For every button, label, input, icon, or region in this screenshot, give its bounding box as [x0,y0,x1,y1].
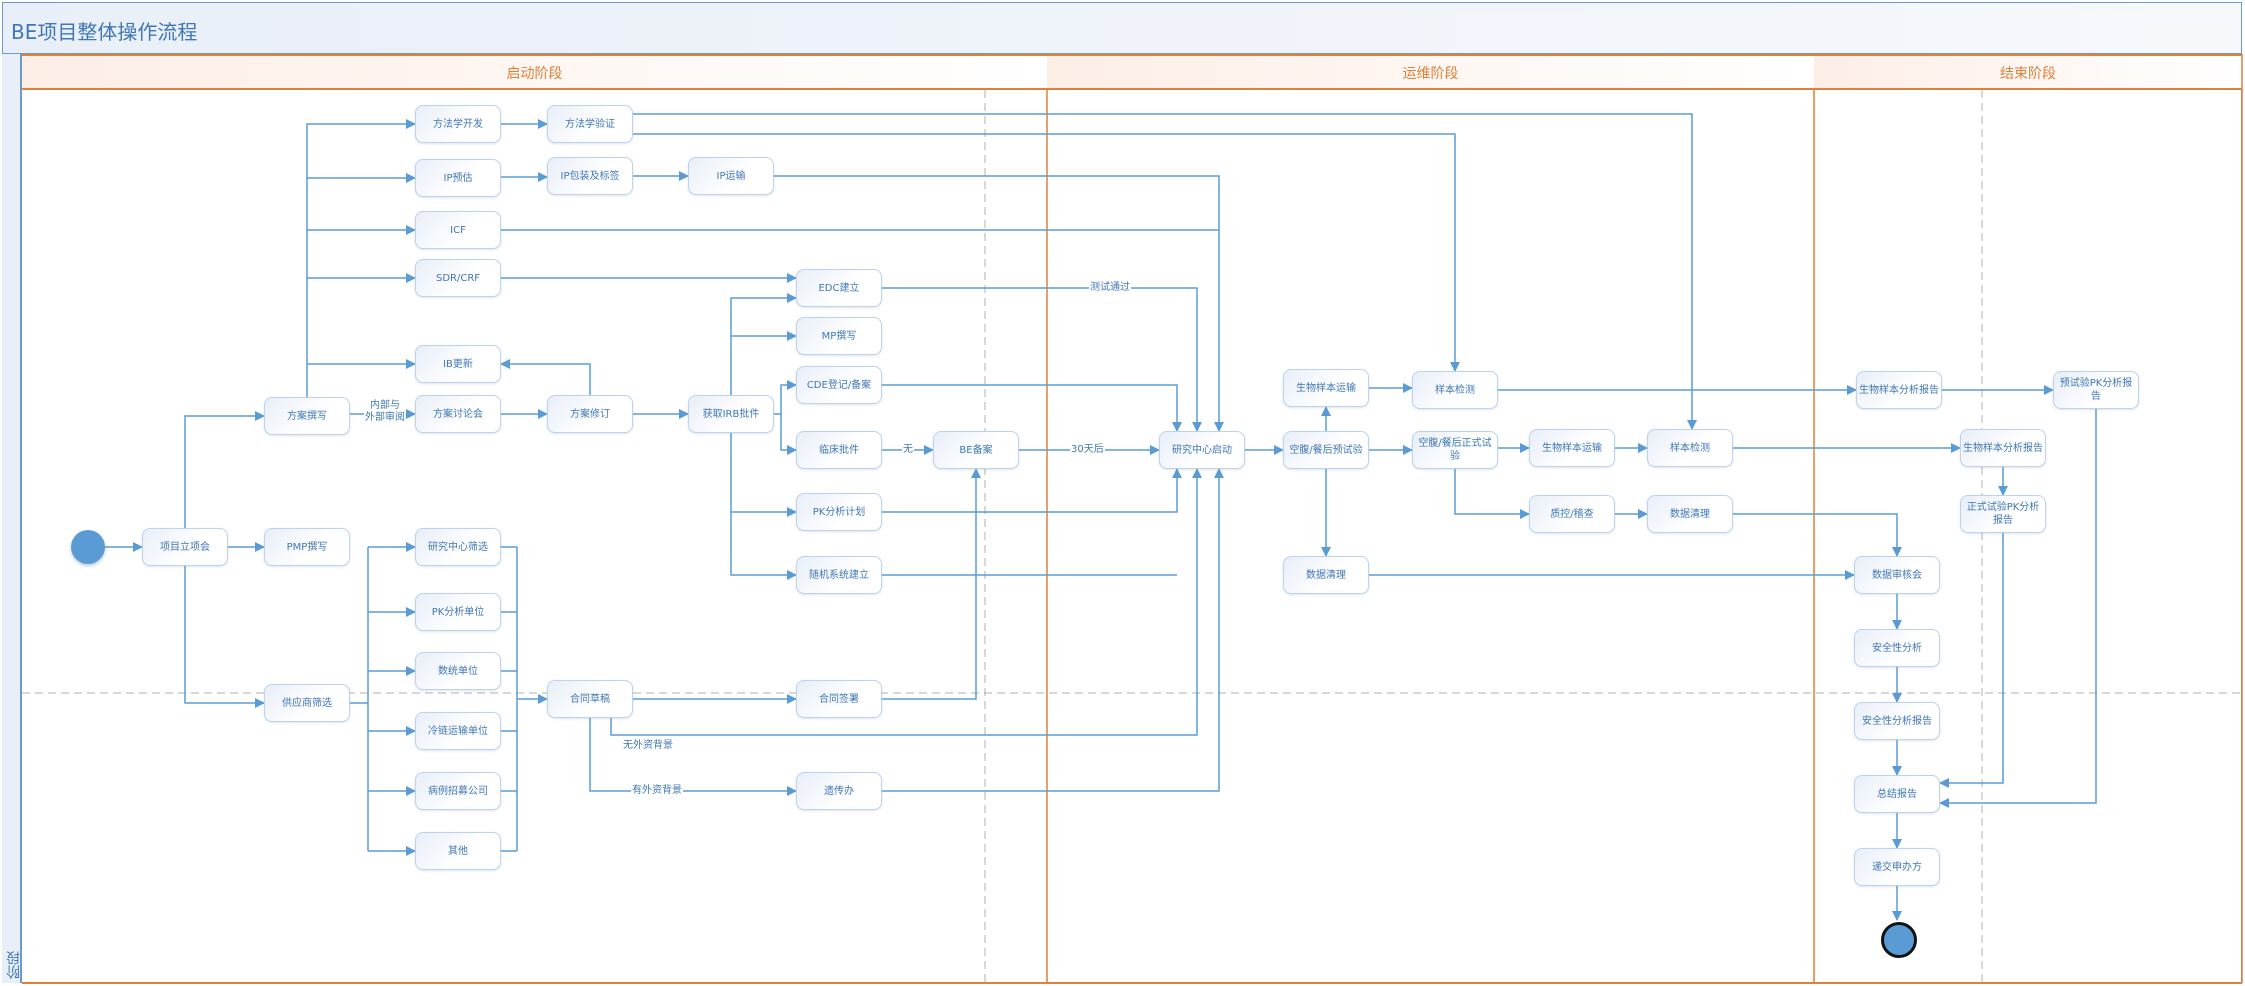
node-ip-yugu[interactable]: IP预估 [415,159,501,197]
node-zhengshi-pk-baogao[interactable]: 正式试验PK分析报告 [1960,495,2046,533]
end-node-icon [1881,922,1917,958]
node-sdr-crf[interactable]: SDR/CRF [415,259,501,297]
node-ip-yunshu[interactable]: IP运输 [688,157,774,195]
flow-edge [633,133,1460,372]
node-shengwu-baogao-2[interactable]: 生物样本分析报告 [1960,429,2046,467]
flow-edge [730,293,797,395]
node-pk-fenxi-jihua[interactable]: PK分析计划 [796,493,882,531]
node-be-beian[interactable]: BE备案 [933,431,1019,469]
node-shutong-danwei[interactable]: 数统单位 [415,652,501,690]
node-hetong-caogao[interactable]: 合同草稿 [547,680,633,718]
flow-edge [1939,533,2004,788]
flow-edge [1454,469,1530,519]
page-title: BE项目整体操作流程 [11,20,198,44]
node-pmp-zhuanxie[interactable]: PMP撰写 [264,528,350,566]
node-anquanxing-baogao[interactable]: 安全性分析报告 [1854,702,1940,740]
node-bingli-zhaomu[interactable]: 病例招募公司 [415,772,501,810]
node-yanjiu-zhongxin-qidong[interactable]: 研究中心启动 [1159,431,1245,469]
flow-edge [1733,513,1902,557]
start-node-icon [71,530,105,564]
edge-label-none: 无 [902,444,914,456]
flow-edge [780,414,797,455]
flow-edge [774,380,797,415]
node-edc-jianli[interactable]: EDC建立 [796,269,882,307]
flow-edge [500,359,591,395]
node-huoqu-irb[interactable]: 获取IRB批件 [688,395,774,433]
flow-edge [882,468,1224,792]
flow-edge [610,468,1202,736]
phase-label-operation: 运维阶段 [1402,66,1459,82]
node-linchuang-pijian[interactable]: 临床批件 [796,431,882,469]
node-suiji-xitong[interactable]: 随机系统建立 [796,556,882,594]
edge-label-test-passed: 测试通过 [1089,282,1131,294]
node-yichuanban[interactable]: 遗传办 [796,772,882,810]
node-fangan-taolunhui[interactable]: 方案讨论会 [415,395,501,433]
node-shengwu-yunshu-1[interactable]: 生物样本运输 [1283,369,1369,407]
node-cde-dengji[interactable]: CDE登记/备案 [796,366,882,404]
flow-edge [730,433,797,580]
flow-edge [184,411,265,528]
node-dijiao-shenbanfang[interactable]: 递交申办方 [1854,848,1940,886]
flow-edge [774,175,1224,432]
flow-edge [882,468,981,700]
node-fangfaxue-yanzheng[interactable]: 方法学验证 [547,105,633,143]
flow-edge [184,566,265,708]
flow-edge [306,119,416,397]
flow-edge [1939,409,2097,808]
node-xiangmu-lixianghui[interactable]: 项目立项会 [142,528,228,566]
edge-label-with-foreign: 有外资背景 [631,785,683,797]
flow-edge [633,113,1697,430]
node-yu-shiyan[interactable]: 空腹/餐后预试验 [1283,431,1369,469]
phase-header-operation: 运维阶段 [1047,54,1814,90]
node-yu-pk-baogao[interactable]: 预试验PK分析报告 [2053,371,2139,409]
flow-edge [589,718,797,796]
node-shengwu-yunshu-2[interactable]: 生物样本运输 [1529,429,1615,467]
node-gongyingshang-shaixuan[interactable]: 供应商筛选 [264,684,350,722]
edge-label-after-30-days: 30天后 [1070,444,1105,456]
phase-header-start: 启动阶段 [22,54,1047,90]
phase-label-end: 结束阶段 [2000,66,2056,82]
node-lenglian-yunshu[interactable]: 冷链运输单位 [415,712,501,750]
title-bar: BE项目整体操作流程 [2,2,2242,54]
node-zhengshi-shiyan[interactable]: 空腹/餐后正式试验 [1412,431,1498,469]
node-qita[interactable]: 其他 [415,832,501,870]
node-ip-baozhuang[interactable]: IP包装及标签 [547,157,633,195]
node-yanjiu-zhongxin-shaixuan[interactable]: 研究中心筛选 [415,528,501,566]
edge-label-no-foreign: 无外资背景 [622,740,674,752]
node-shengwu-baogao-1[interactable]: 生物样本分析报告 [1856,371,1942,409]
edge-label-review: 内部与 外部审阅 [364,400,406,424]
node-pk-fenxi-danwei[interactable]: PK分析单位 [415,593,501,631]
node-shuju-shenhehui[interactable]: 数据审核会 [1854,556,1940,594]
node-fangan-xiuding[interactable]: 方案修订 [547,395,633,433]
stage-lane: 阶段 [2,54,22,983]
node-zongjie-baogao[interactable]: 总结报告 [1854,775,1940,813]
node-mp-zhuanxie[interactable]: MP撰写 [796,317,882,355]
flow-edge [882,468,1182,513]
phase-label-start: 启动阶段 [506,66,563,82]
flow-edge [882,384,1182,432]
node-fangfaxue-kaifa[interactable]: 方法学开发 [415,105,501,143]
node-fangan-zhuanxie[interactable]: 方案撰写 [264,397,350,435]
flow-edge [882,287,1202,432]
node-icf[interactable]: ICF [415,211,501,249]
phase-header-end: 结束阶段 [1814,54,2242,90]
node-zhikong-jicha[interactable]: 质控/稽查 [1529,495,1615,533]
node-anquanxing-fenxi[interactable]: 安全性分析 [1854,629,1940,667]
node-yangben-jiance-1[interactable]: 样本检测 [1412,371,1498,409]
node-yangben-jiance-2[interactable]: 样本检测 [1647,429,1733,467]
node-shuju-qingli-2[interactable]: 数据清理 [1647,495,1733,533]
node-hetong-qianshu[interactable]: 合同签署 [796,680,882,718]
node-shuju-qingli-1[interactable]: 数据清理 [1283,556,1369,594]
node-ib-gengxin[interactable]: IB更新 [415,345,501,383]
